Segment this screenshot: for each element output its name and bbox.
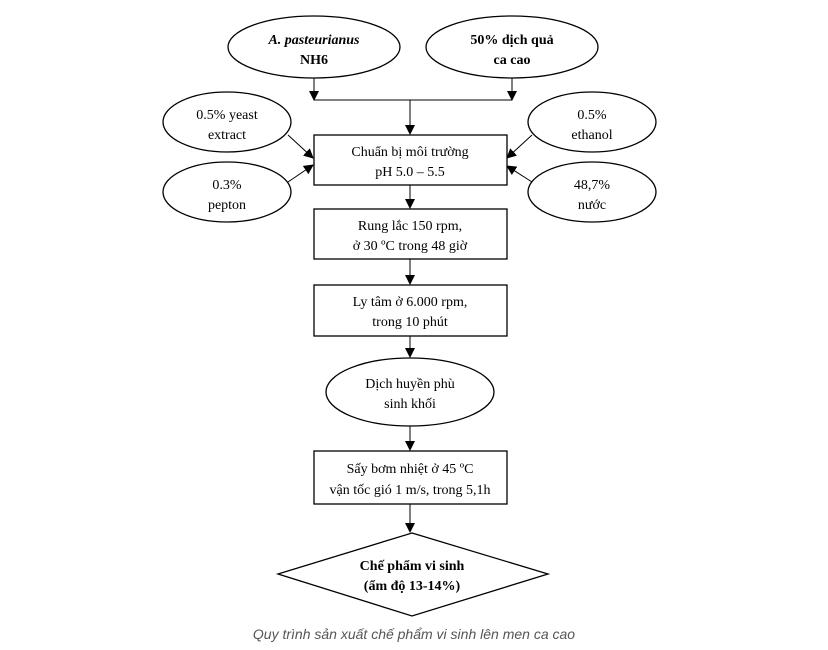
shake-label-line2: ở 30 ºC trong 48 giờ bbox=[353, 239, 468, 254]
yeast-extract-node: 0.5% yeast extract bbox=[162, 91, 292, 153]
suspension-label-line1: Dịch huyền phù bbox=[365, 377, 454, 392]
strain-label-line1: A. pasteurianus bbox=[267, 33, 360, 48]
cocoa-juice-label-line2: ca cao bbox=[494, 53, 531, 68]
pepton-label-line1: 0.3% bbox=[212, 178, 242, 193]
ethanol-node: 0.5% ethanol bbox=[527, 91, 657, 153]
centrifuge-step: Ly tâm ở 6.000 rpm, trong 10 phút bbox=[313, 284, 508, 337]
prepare-label-line2: pH 5.0 – 5.5 bbox=[375, 165, 445, 180]
biomass-suspension-node: Dịch huyền phù sinh khối bbox=[325, 357, 495, 427]
arrow-ethanol bbox=[506, 134, 533, 159]
centrifuge-label-line2: trong 10 phút bbox=[372, 315, 448, 330]
arrow-pepton bbox=[287, 164, 314, 183]
shake-step: Rung lắc 150 rpm, ở 30 ºC trong 48 giờ bbox=[313, 208, 508, 260]
pepton-label-line2: pepton bbox=[208, 198, 246, 213]
centrifuge-label-line1: Ly tâm ở 6.000 rpm, bbox=[353, 295, 468, 310]
prepare-medium-step: Chuẩn bị môi trường pH 5.0 – 5.5 bbox=[313, 134, 508, 186]
yeast-extract-label-line1: 0.5% yeast bbox=[196, 108, 258, 123]
shake-label-line1: Rung lắc 150 rpm, bbox=[358, 219, 462, 234]
strain-node: A. pasteurianus NH6 bbox=[227, 15, 401, 79]
probiotic-product-node: Chế phẩm vi sinh (ẩm độ 13-14%) bbox=[275, 532, 551, 617]
suspension-label-line2: sinh khối bbox=[384, 397, 436, 412]
heat-pump-drying-step: Sấy bơm nhiệt ở 45 ºC vận tốc gió 1 m/s,… bbox=[313, 450, 508, 505]
strain-label-line2: NH6 bbox=[300, 53, 328, 68]
pepton-node: 0.3% pepton bbox=[162, 161, 292, 223]
yeast-extract-label-line2: extract bbox=[208, 128, 246, 143]
cocoa-juice-node: 50% dịch quả ca cao bbox=[425, 15, 599, 79]
product-label-line2: (ẩm độ 13-14%) bbox=[364, 579, 461, 594]
flowchart: A. pasteurianus NH6 50% dịch quả ca cao … bbox=[162, 15, 657, 617]
arrow-water bbox=[506, 165, 533, 183]
dry-label-line1: Sấy bơm nhiệt ở 45 ºC bbox=[347, 462, 474, 477]
water-node: 48,7% nước bbox=[527, 161, 657, 223]
ethanol-label-line2: ethanol bbox=[571, 128, 612, 143]
prepare-label-line1: Chuẩn bị môi trường bbox=[351, 145, 468, 160]
dry-label-line2: vận tốc gió 1 m/s, trong 5,1h bbox=[330, 483, 491, 498]
ethanol-label-line1: 0.5% bbox=[577, 108, 607, 123]
water-label-line2: nước bbox=[578, 198, 606, 213]
water-label-line1: 48,7% bbox=[574, 178, 611, 193]
product-label-line1: Chế phẩm vi sinh bbox=[360, 559, 465, 574]
arrow-yeast bbox=[287, 134, 314, 159]
cocoa-juice-label-line1: 50% dịch quả bbox=[470, 33, 553, 48]
figure-caption: Quy trình sản xuất chế phẩm vi sinh lên … bbox=[252, 626, 576, 642]
